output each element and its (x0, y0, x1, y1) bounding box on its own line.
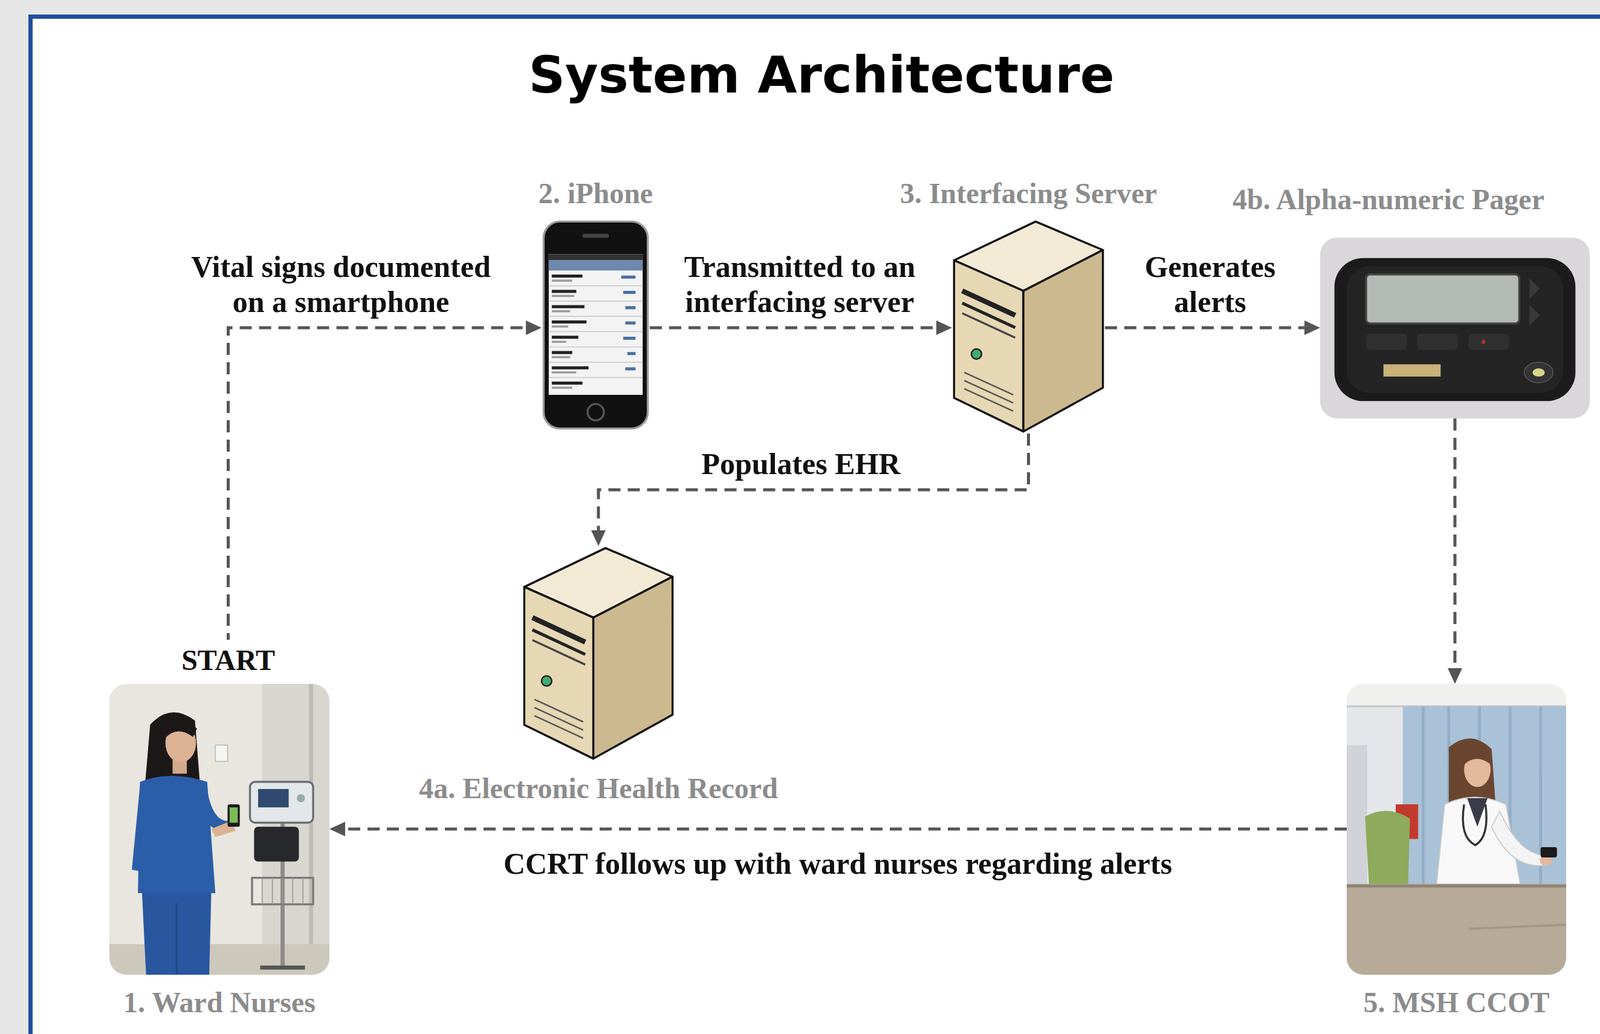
arrowhead (329, 821, 346, 836)
node-heading: 5. MSH CCOT (1363, 985, 1550, 1019)
connector (1447, 418, 1463, 684)
server-node: 3. Interfacing Server (952, 219, 1105, 434)
edge-label: Vital signs documented on a smartphone (175, 249, 507, 320)
illustration-frame (109, 683, 330, 975)
edge-label: Transmitted to an interfacing server (661, 249, 939, 320)
dashed-connector-line (228, 327, 529, 684)
edge-label: Generates alerts (1117, 249, 1304, 320)
node-heading: 4a. Electronic Health Record (418, 771, 778, 805)
arrowhead (591, 530, 606, 546)
node-heading: 4b. Alpha-numeric Pager (1232, 182, 1545, 216)
dashed-connector-line (598, 433, 1029, 533)
connector (329, 821, 1347, 836)
dashed-connector-line (1453, 418, 1457, 671)
illustration-frame (522, 545, 675, 761)
ward-nurses-photo: 1. Ward Nurses (109, 683, 330, 975)
dashed-connector-line (1104, 326, 1307, 330)
dashed-connector-line (342, 827, 1347, 831)
connector (228, 320, 542, 684)
ccot-photo: 5. MSH CCOT (1346, 683, 1567, 975)
illustration-frame (1320, 237, 1590, 419)
pager-photo (1320, 237, 1590, 419)
node-heading: 3. Interfacing Server (900, 176, 1157, 210)
illustration-frame (541, 219, 650, 431)
edge-label: CCRT follows up with ward nurses regardi… (501, 846, 1175, 882)
connector (591, 433, 1029, 546)
server-icon (952, 219, 1105, 434)
illustration-frame (1346, 683, 1567, 975)
nurse-photo (109, 683, 330, 975)
connector (1104, 320, 1321, 335)
iphone-icon (541, 219, 650, 431)
diagram-title: System Architecture (528, 47, 1115, 103)
arrowhead (525, 320, 542, 335)
iphone-node: 2. iPhone (541, 219, 650, 431)
node-heading: 2. iPhone (538, 176, 653, 210)
edge-label: Populates EHR (698, 446, 903, 482)
dashed-connector-line (649, 326, 939, 330)
node-heading: 1. Ward Nurses (123, 985, 316, 1019)
arrowhead (1447, 667, 1463, 684)
server-icon (522, 545, 675, 761)
connector (649, 320, 953, 335)
arrowhead (1304, 320, 1321, 335)
ehr-server-node: 4a. Electronic Health Record (522, 545, 675, 761)
ccot-photo (1346, 683, 1567, 975)
pager-photo: 4b. Alpha-numeric Pager (1320, 237, 1590, 419)
illustration-frame (952, 219, 1105, 434)
start-label: START (175, 639, 282, 684)
arrowhead (936, 320, 953, 335)
